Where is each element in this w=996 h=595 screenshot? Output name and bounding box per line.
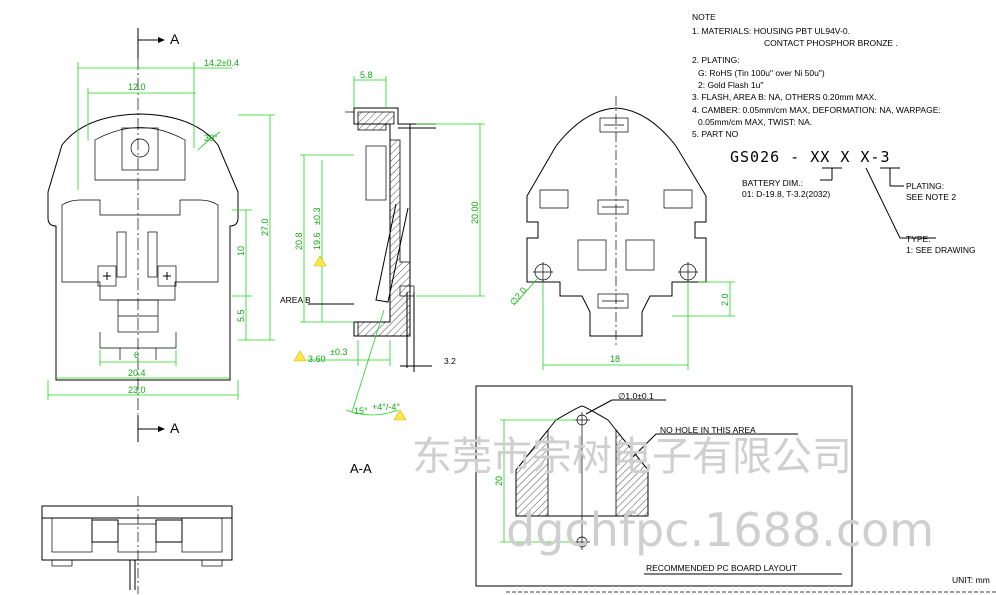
pcb-no-hole-note: NO HOLE IN THIS AREA xyxy=(660,425,756,435)
part-number-breakdown: GS026 - XX X X-3 BATTERY DIM.: 01: D-19.… xyxy=(730,148,976,255)
section-marker-top: A xyxy=(137,28,180,58)
pcb-hole-dim: ∅1.0±0.1 xyxy=(618,391,654,401)
dim-19-6: 19.6 xyxy=(312,232,322,250)
dim-2-0: 2.0 xyxy=(720,293,730,306)
marker-bottom-label: A xyxy=(170,420,180,436)
dim-23: 23.0 xyxy=(128,385,146,395)
dim-angle-15-tol: +4°/-4° xyxy=(372,402,400,412)
dim-19-6-tol: ±0.3 xyxy=(312,208,322,225)
dim-20-00: 20.00 xyxy=(470,201,480,224)
pcb-dim-20: 20 xyxy=(494,476,504,486)
dim-20-4: 20.4 xyxy=(128,368,146,378)
plating-ref: SEE NOTE 2 xyxy=(906,192,956,202)
dim-6: 6 xyxy=(134,350,139,360)
units-label: UNIT: mm xyxy=(952,575,990,585)
dim-27: 27.0 xyxy=(260,218,270,236)
side-view-dimensions: 18 ∅2.0 2.0 xyxy=(508,277,735,370)
type-label: TYPE: xyxy=(906,234,931,244)
section-view xyxy=(345,107,436,368)
section-marker-bottom: A xyxy=(137,415,180,442)
dim-hole-2: ∅2.0 xyxy=(508,285,529,307)
battery-label: BATTERY DIM.: xyxy=(742,178,803,188)
side-view xyxy=(526,96,707,346)
section-view-dimensions: 5.8 20.00 20.8 19.6 ±0.3 AREA B 3.60 ±0.… xyxy=(280,70,485,421)
notes-heading: NOTE xyxy=(692,12,716,22)
bottom-view xyxy=(41,496,233,594)
section-title: A-A xyxy=(350,461,372,476)
watermark-url: dgchfpc.1688.com xyxy=(506,503,934,557)
pcb-layout: 20 ∅1.0±0.1 NO HOLE IN THIS AREA RECOMME… xyxy=(475,385,853,587)
dim-18: 18 xyxy=(610,354,620,364)
dim-3-60: 3.60 xyxy=(308,354,326,364)
dim-14-2: 14.2±0.4 xyxy=(204,58,239,68)
warning-icon-2 xyxy=(293,350,307,362)
type-ref: 1: SEE DRAWING xyxy=(906,245,976,255)
note-4b: 0.05mm/cm MAX, TWIST: NA. xyxy=(698,117,812,127)
front-view xyxy=(47,113,239,381)
plating-label: PLATING: xyxy=(906,181,944,191)
dim-angle-30: 30° xyxy=(204,133,218,143)
dim-3-2: 3.2 xyxy=(444,356,456,366)
warning-icon-3 xyxy=(393,409,407,421)
pcb-frame xyxy=(475,385,853,587)
dim-angle-15: 15° xyxy=(354,406,368,416)
area-b-label: AREA B xyxy=(280,295,311,305)
front-view-dimensions: 14.2±0.4 12.0 30° 27.0 10 5.5 6 20.4 23.… xyxy=(47,58,275,400)
note-5: 5. PART NO xyxy=(692,129,739,139)
note-2a: 2. PLATING: xyxy=(692,55,740,65)
dim-10: 10 xyxy=(236,246,246,256)
dim-5-8: 5.8 xyxy=(360,70,373,80)
dim-3-60-tol: ±0.3 xyxy=(330,347,347,357)
note-2c: 2: Gold Flash 1u" xyxy=(698,80,763,90)
battery-values: 01: D-19.8, T-3.2(2032) xyxy=(742,189,830,199)
marker-top-label: A xyxy=(170,31,180,47)
pcb-layout-title: RECOMMENDED PC BOARD LAYOUT xyxy=(646,563,797,573)
note-1a: 1. MATERIALS: HOUSING PBT UL94V-0. xyxy=(692,26,850,36)
note-4a: 4. CAMBER: 0.05mm/cm MAX, DEFORMATION: N… xyxy=(692,105,941,115)
note-3: 3. FLASH, AREA B: NA, OTHERS 0.20mm MAX. xyxy=(692,92,877,102)
part-number-code: GS026 - XX X X-3 xyxy=(730,148,891,166)
dim-5-5: 5.5 xyxy=(236,309,246,322)
warning-icon-1 xyxy=(313,255,327,267)
dim-20-8: 20.8 xyxy=(294,232,304,250)
note-1b: CONTACT PHOSPHOR BRONZE . xyxy=(764,38,898,48)
notes-block: NOTE 1. MATERIALS: HOUSING PBT UL94V-0. … xyxy=(692,12,941,139)
note-2b: G: RoHS (Tin 100u" over Ni 50u") xyxy=(698,68,825,78)
dim-12: 12.0 xyxy=(128,82,146,92)
watermark-company: 东莞市宗树电子有限公司 xyxy=(412,434,852,480)
